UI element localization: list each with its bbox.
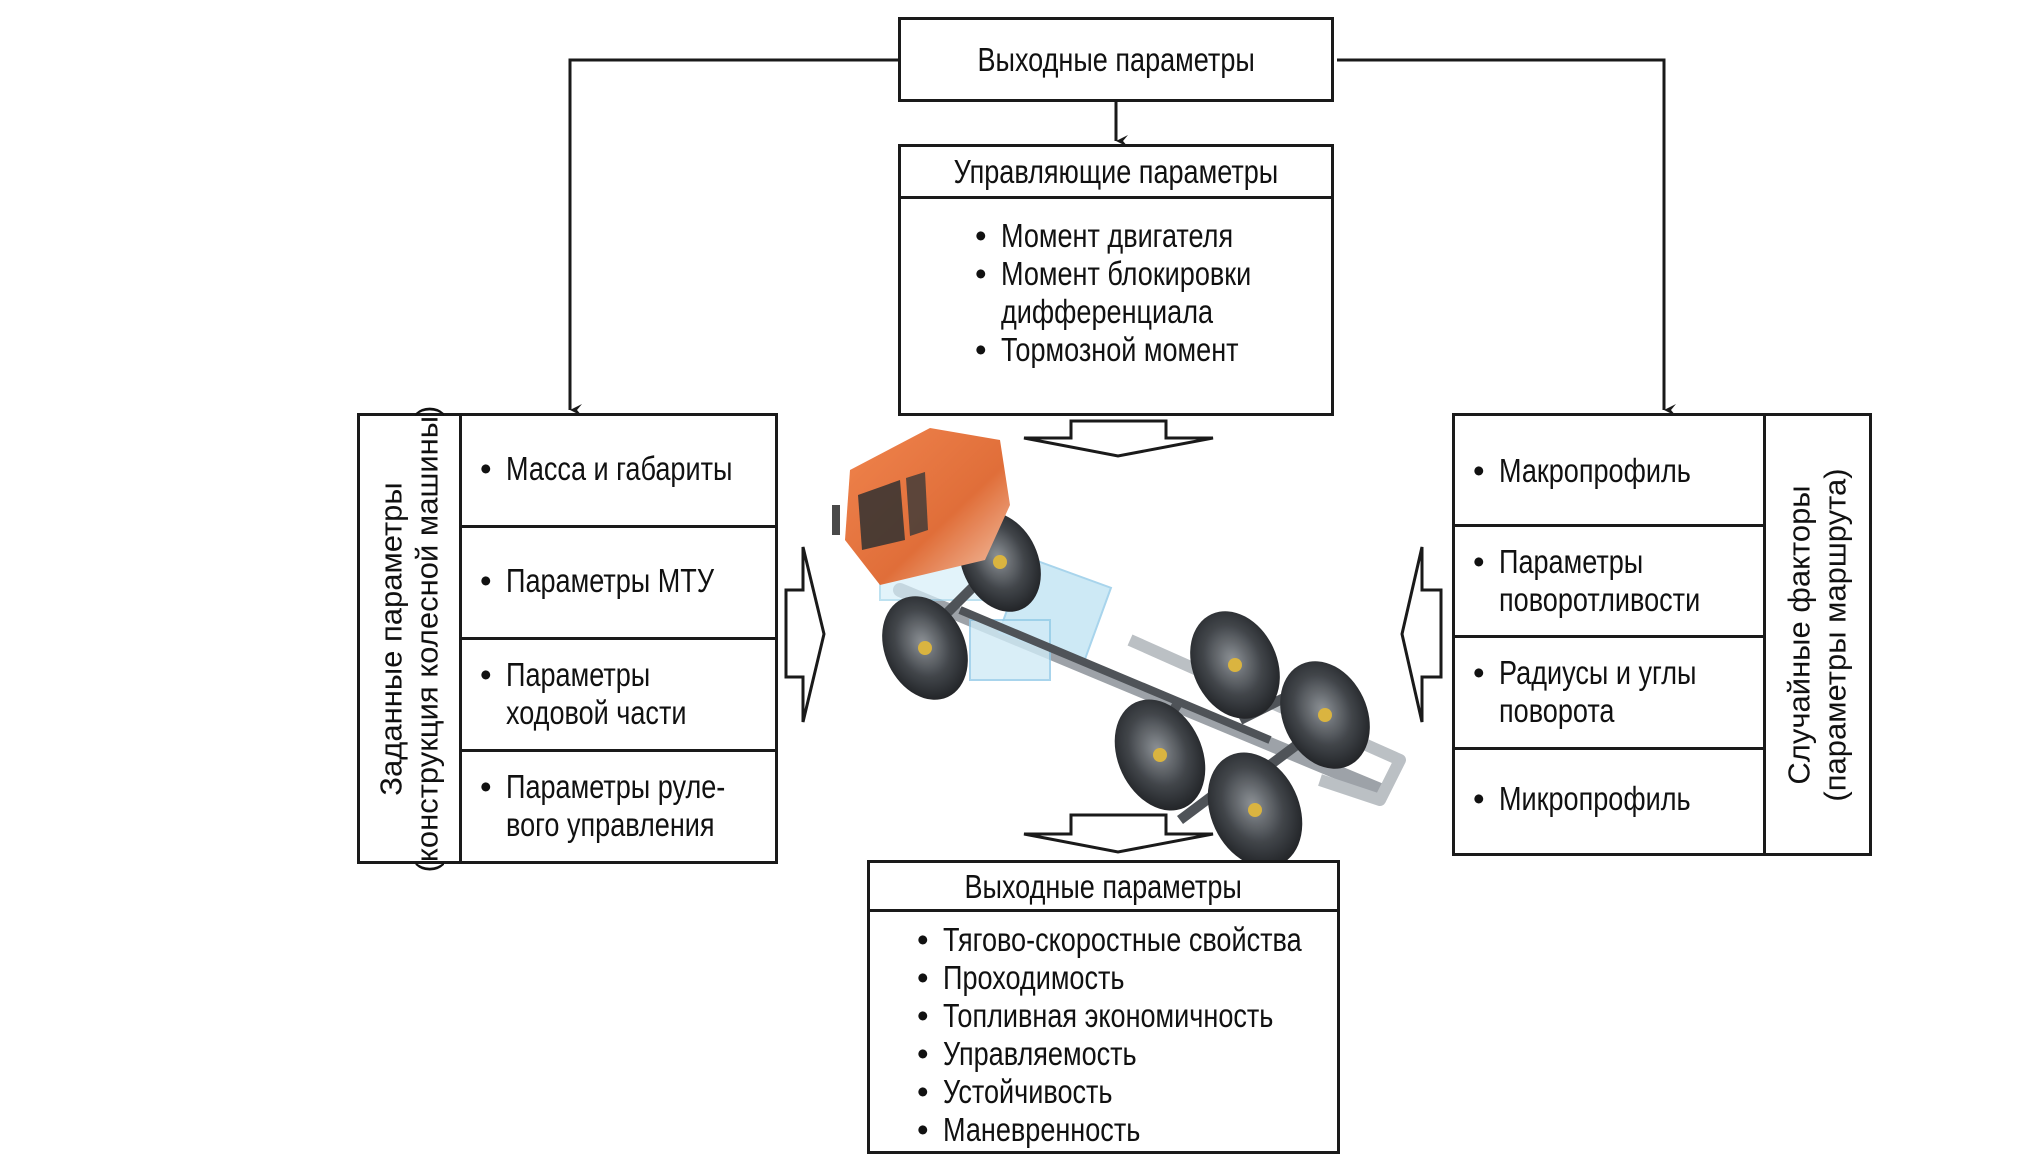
block-arrow-left	[1400, 546, 1443, 723]
list-item: Устойчивость	[917, 1073, 1380, 1111]
given-param-cell: Параметры руле-вого управления	[462, 752, 775, 861]
given-params-block: Заданные параметры (конструкция колесной…	[357, 405, 778, 872]
block-arrow-right	[784, 546, 826, 723]
given-params-cells: Масса и габариты Параметры МТУ Параметры…	[462, 416, 775, 861]
list-item: Тормозной момент	[975, 331, 1306, 369]
block-arrow-down-top	[1023, 419, 1214, 458]
top-output-params-title: Выходные параметры	[977, 41, 1255, 78]
top-output-params-box: Выходные параметры	[898, 17, 1334, 102]
given-params-label-line1: Заданные параметры	[373, 481, 409, 796]
list-item: Топливная экономичность	[917, 997, 1380, 1035]
output-params-box: Выходные параметры Тягово-скоростные сво…	[867, 860, 1340, 1154]
random-factors-label-line2: (параметры маршрута)	[1817, 467, 1853, 802]
list-item: Маневренность	[917, 1111, 1380, 1149]
given-params-label: Заданные параметры (конструкция колесной…	[360, 405, 462, 872]
connector-top-right	[1337, 58, 1676, 416]
output-params-title: Выходные параметры	[964, 867, 1243, 905]
random-factor-cell: Макропрофиль	[1455, 416, 1763, 527]
list-item: Управляемость	[917, 1035, 1380, 1073]
block-arrow-down-bottom	[1023, 813, 1214, 854]
list-item-continuation: дифференциала	[1001, 293, 1214, 330]
output-params-header: Выходные параметры	[870, 863, 1337, 912]
random-factor-cell: Микропрофиль	[1455, 750, 1763, 853]
control-params-header: Управляющие параметры	[901, 147, 1331, 199]
list-item: Проходимость	[917, 959, 1380, 997]
list-item: Момент двигателя	[975, 217, 1306, 255]
list-item: Тягово-скоростные свойства	[917, 921, 1380, 959]
control-params-title: Управляющие параметры	[953, 153, 1279, 190]
output-params-list: Тягово-скоростные свойства Проходимость …	[917, 921, 1380, 1149]
random-factors-label-line1: Случайные факторы	[1781, 484, 1817, 785]
given-params-label-line2: (конструкция колесной машины)	[409, 405, 445, 872]
control-params-list: Момент двигателя Момент блокировки диффе…	[975, 217, 1306, 369]
random-factors-label: Случайные факторы (параметры маршрута)	[1766, 416, 1869, 853]
given-param-cell: Масса и габариты	[462, 416, 775, 528]
list-item: Момент блокировки	[975, 255, 1306, 293]
given-param-cell: Параметры МТУ	[462, 528, 775, 640]
truck-illustration	[832, 428, 1406, 868]
control-params-box: Управляющие параметры Момент двигателя М…	[898, 144, 1334, 416]
connector-top-left	[568, 58, 898, 416]
